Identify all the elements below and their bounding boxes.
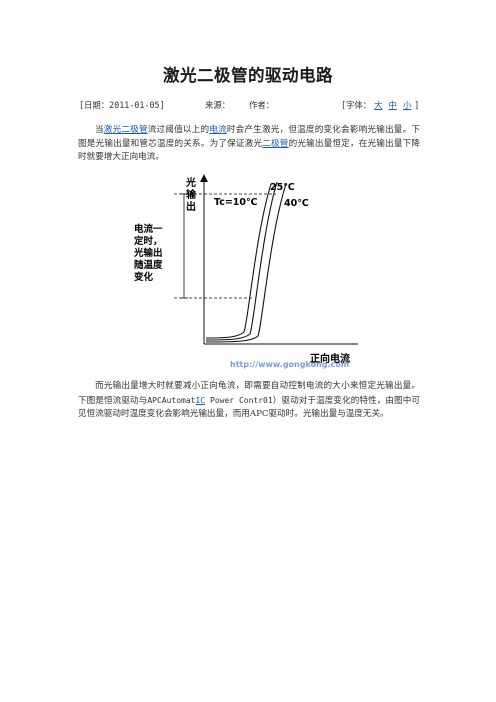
- side-label-4: 随温度: [134, 259, 163, 271]
- meta-source: 来源：: [205, 100, 231, 110]
- optical-output-vs-current-figure: 光 输 出 电流一 定时， 光输出 随温度 变化 Tc=10℃ 25℃ 40℃ …: [134, 174, 358, 369]
- link-laser-diode[interactable]: 激光二极管: [103, 125, 148, 135]
- font-size-label: [字体：: [341, 100, 372, 110]
- paragraph-1: 当激光二极管流过阈值以上的电流时会产生激光，但温度的变化会影响光输出量。下图是光…: [78, 125, 420, 163]
- meta-author: 作者：: [249, 100, 275, 110]
- curve-25c: [205, 181, 278, 341]
- side-label-3: 光输出: [134, 247, 163, 259]
- curve-40c: [205, 183, 287, 343]
- font-size-switcher: [字体：大中小]: [341, 99, 419, 111]
- curve-label-10c: Tc=10℃: [214, 197, 258, 208]
- curve-10c: [205, 183, 272, 339]
- curve-label-25c: 25℃: [270, 182, 295, 193]
- font-size-medium-link[interactable]: 中: [388, 100, 397, 110]
- watermark: http://www.gongkong.com: [230, 360, 349, 369]
- link-diode[interactable]: 二极管: [262, 138, 289, 149]
- font-size-large-link[interactable]: 大: [374, 100, 383, 110]
- font-size-close: ]: [414, 100, 420, 110]
- link-current[interactable]: 电流: [209, 125, 227, 135]
- curve-label-40c: 40℃: [284, 198, 309, 209]
- x-axis-label: 正向电流: [310, 352, 350, 365]
- side-label-1: 电流一: [134, 223, 163, 235]
- side-label-5: 变化: [134, 271, 154, 283]
- meta-date: [日期：2011-01-05]: [79, 100, 165, 110]
- article-title: 激光二极管的驱动电路: [163, 66, 333, 85]
- y-axis-label-2: 输: [186, 188, 197, 201]
- font-size-small-link[interactable]: 小: [402, 100, 412, 110]
- paragraph-2: 而光输出量增大时就要减小正向龟流，即需要自动控制电流的大小来恒定光输出量。下图是…: [78, 381, 420, 420]
- side-label-2: 定时，: [134, 235, 163, 247]
- link-ic[interactable]: IC: [195, 395, 206, 405]
- y-axis-label-3: 出: [186, 200, 196, 213]
- y-axis-arrow: [200, 174, 208, 182]
- y-axis-label-1: 光: [185, 176, 196, 189]
